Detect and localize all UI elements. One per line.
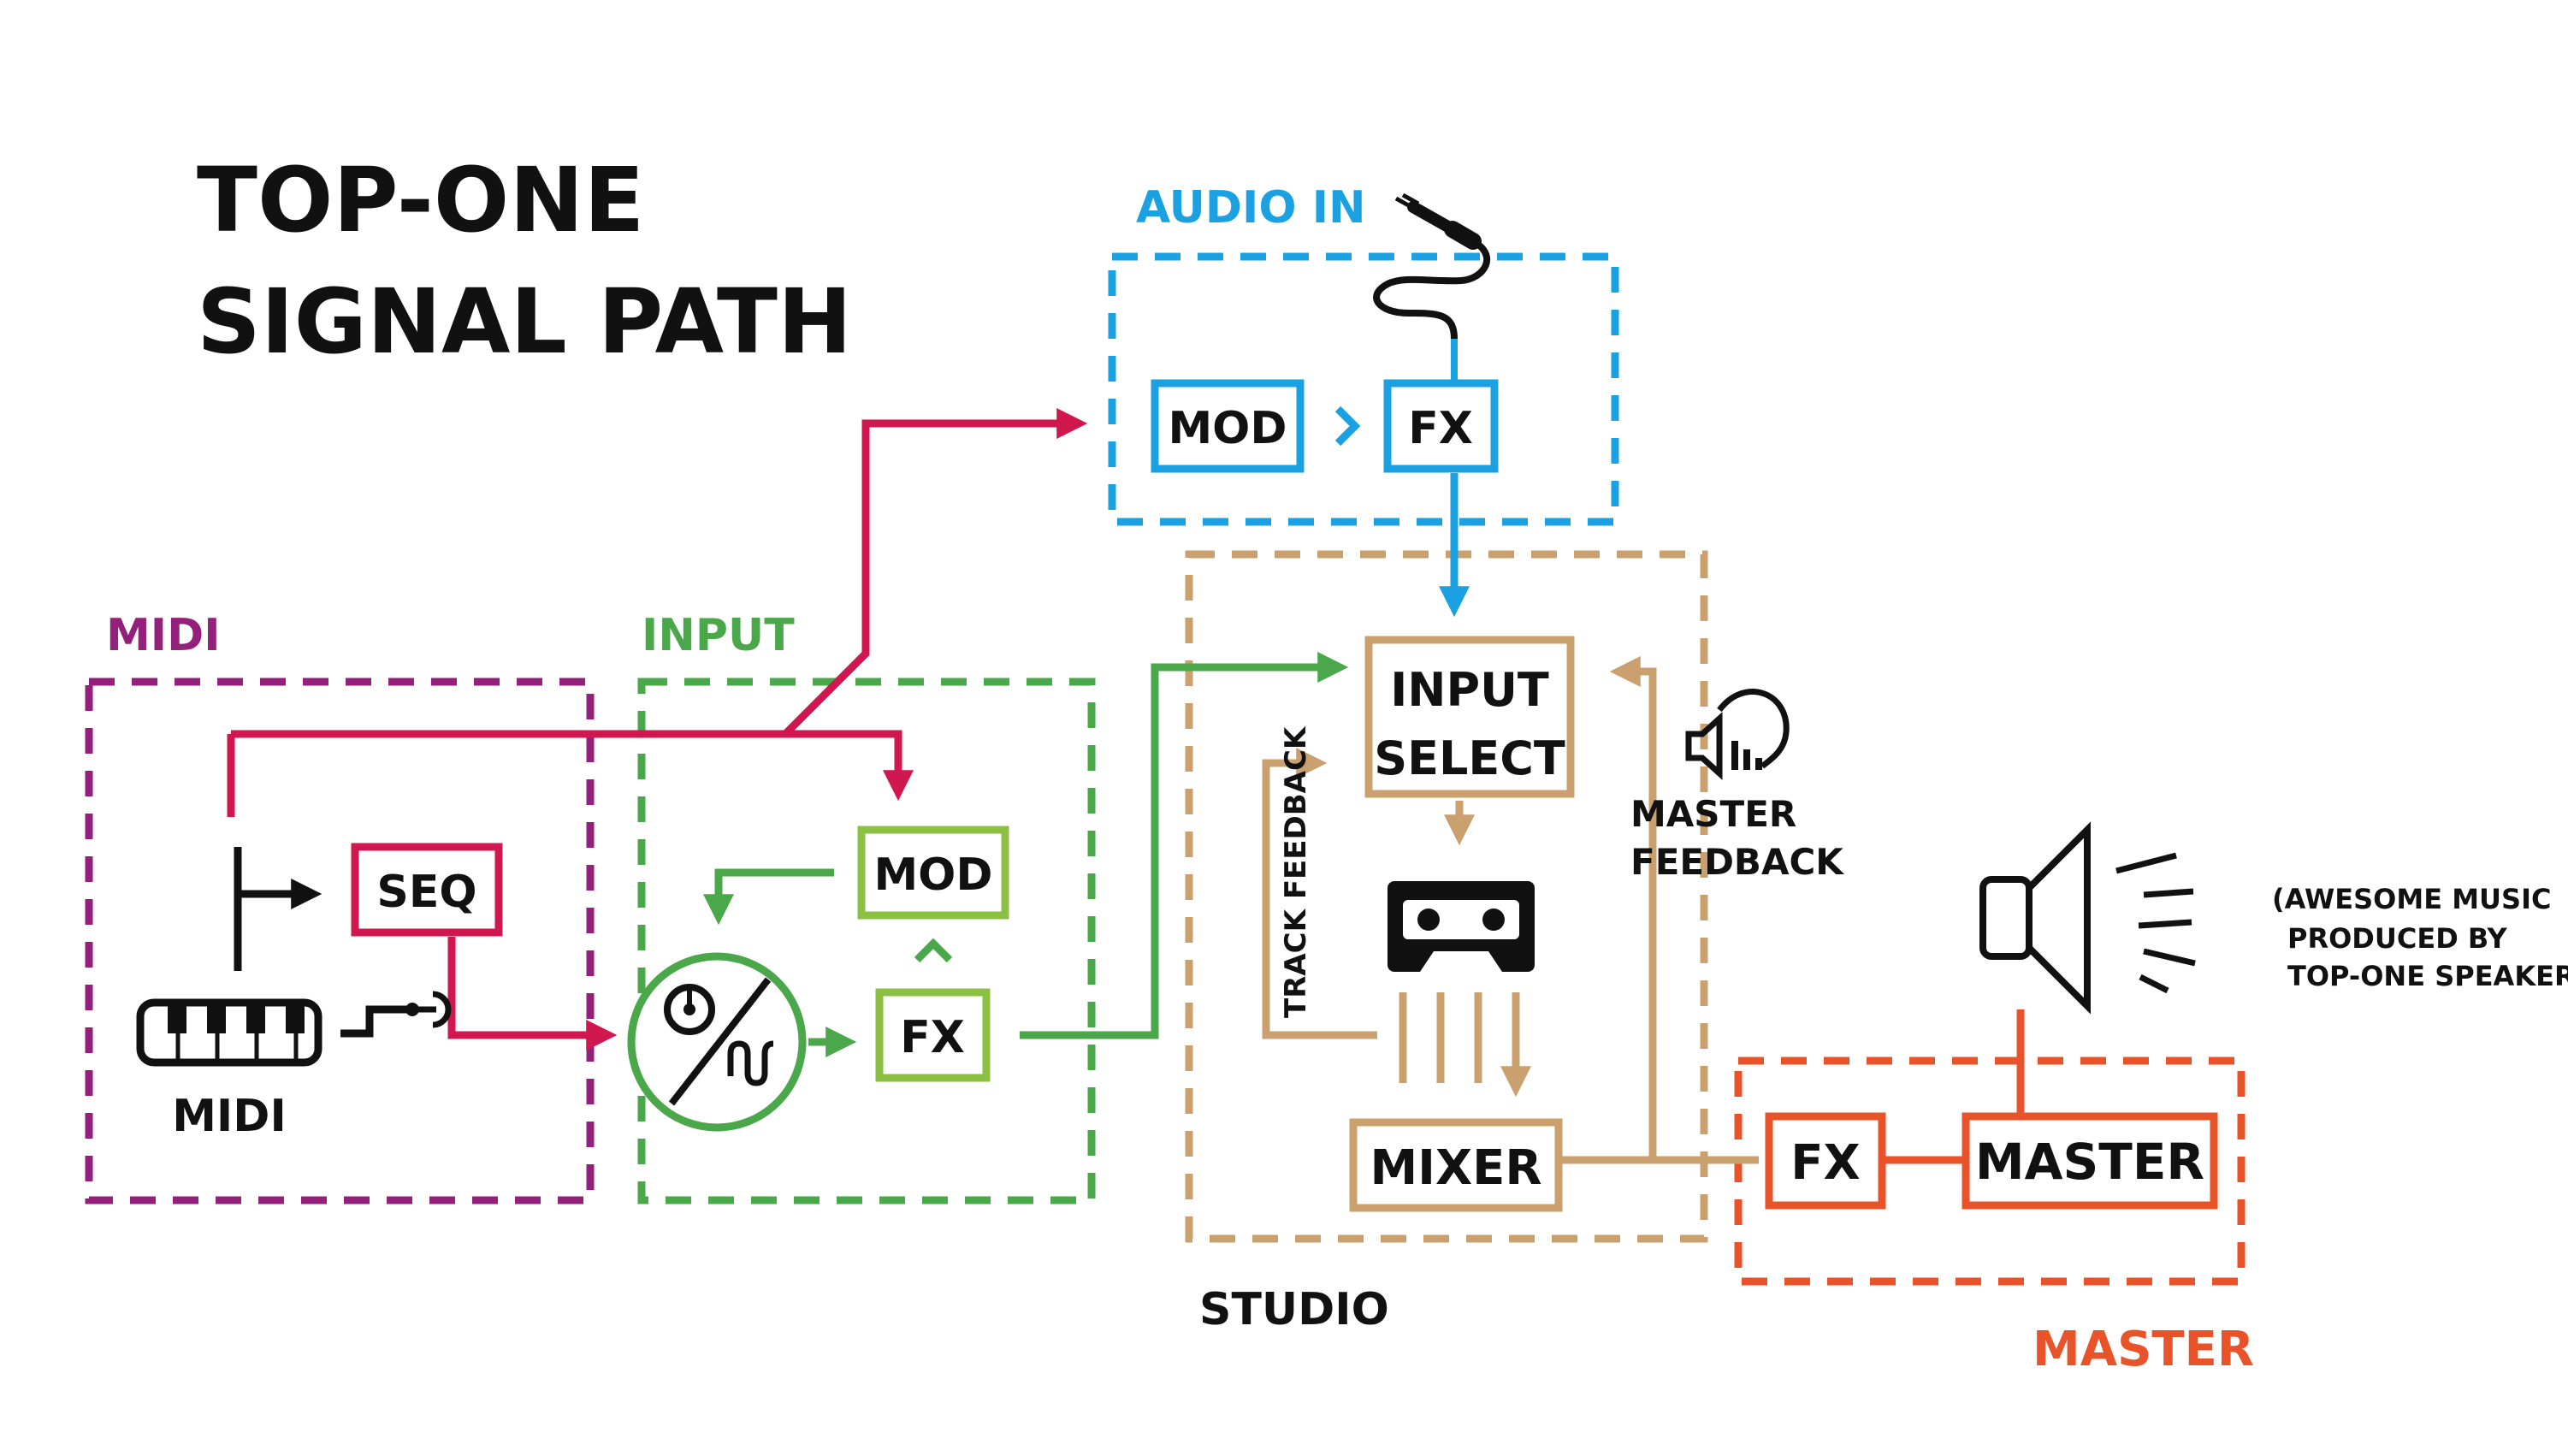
audio-mod-label: MOD <box>1168 403 1287 454</box>
speaker-icon <box>1979 821 2196 1015</box>
speaker-note-line-1: (AWESOME MUSIC <box>2272 883 2551 915</box>
track-feedback-label: TRACK FEEDBACK <box>1279 725 1313 1018</box>
synth-oscillator-icon[interactable] <box>627 952 807 1132</box>
midi-signal-bus <box>231 730 914 802</box>
midi-section-label: MIDI <box>106 610 221 661</box>
input-mod-label: MOD <box>873 849 992 901</box>
input-section-box <box>637 678 1096 1204</box>
master-block-label: MASTER <box>1975 1133 2204 1191</box>
mixer-block[interactable] <box>1349 1118 1563 1212</box>
input-mod-block[interactable] <box>857 826 1009 920</box>
mixer-block-label: MIXER <box>1370 1140 1541 1196</box>
input-fx-block[interactable] <box>875 988 991 1082</box>
input-fx-label: FX <box>900 1012 965 1063</box>
mod-to-synth-arrow <box>703 868 834 926</box>
audio-mod-to-fx-chevron <box>1334 405 1361 447</box>
input-select-block[interactable] <box>1364 636 1575 798</box>
cassette-to-mixer-arrows <box>1399 992 1516 1083</box>
audio-fx-label: FX <box>1408 403 1473 454</box>
audio-fx-block[interactable] <box>1383 379 1499 473</box>
master-feedback-label-line-1: MASTER <box>1630 793 1796 835</box>
input-section-label: INPUT <box>642 610 795 661</box>
input-select-label-line-1: INPUT <box>1390 663 1549 717</box>
master-section-box <box>1734 1056 2246 1286</box>
seq-block[interactable] <box>351 843 503 937</box>
input-to-studio-signal <box>1020 652 1349 1039</box>
master-feedback-loop <box>1609 656 1657 1160</box>
audio-in-section-label: AUDIO IN <box>1136 182 1366 234</box>
studio-section-box <box>1185 550 1708 1243</box>
fx-to-mod-chevron <box>914 938 953 963</box>
master-fx-label: FX <box>1790 1135 1860 1191</box>
speaker-note-line-3: TOP-ONE SPEAKER) <box>2287 960 2568 992</box>
speaker-note-line-2: PRODUCED BY <box>2287 922 2508 955</box>
input-select-label-line-2: SELECT <box>1374 731 1565 785</box>
midi-keyboard-label: MIDI <box>172 1091 287 1142</box>
midi-signal-to-audio-mod <box>782 408 1088 737</box>
midi-section-box <box>85 678 595 1204</box>
feedback-speaker-icon <box>1685 689 1790 780</box>
seq-to-synth-signal <box>447 937 618 1051</box>
master-fx-block[interactable] <box>1765 1112 1886 1210</box>
seq-block-label: SEQ <box>376 867 476 918</box>
master-section-label: MASTER <box>2033 1322 2254 1377</box>
midi-cable-icon <box>340 991 452 1038</box>
midi-router-symbol <box>234 847 322 971</box>
master-block[interactable] <box>1962 1112 2218 1210</box>
cassette-icon <box>1388 881 1535 972</box>
master-feedback-label-line-2: FEEDBACK <box>1630 841 1844 883</box>
audio-mod-block[interactable] <box>1151 379 1305 473</box>
studio-section-label: STUDIO <box>1199 1284 1389 1335</box>
track-feedback-loop <box>1262 748 1377 1039</box>
audio-jack-icon <box>1373 192 1491 340</box>
title-line-1: TOP-ONE <box>197 148 644 252</box>
title-line-2: SIGNAL PATH <box>197 269 852 374</box>
piano-keyboard-icon <box>136 998 322 1067</box>
